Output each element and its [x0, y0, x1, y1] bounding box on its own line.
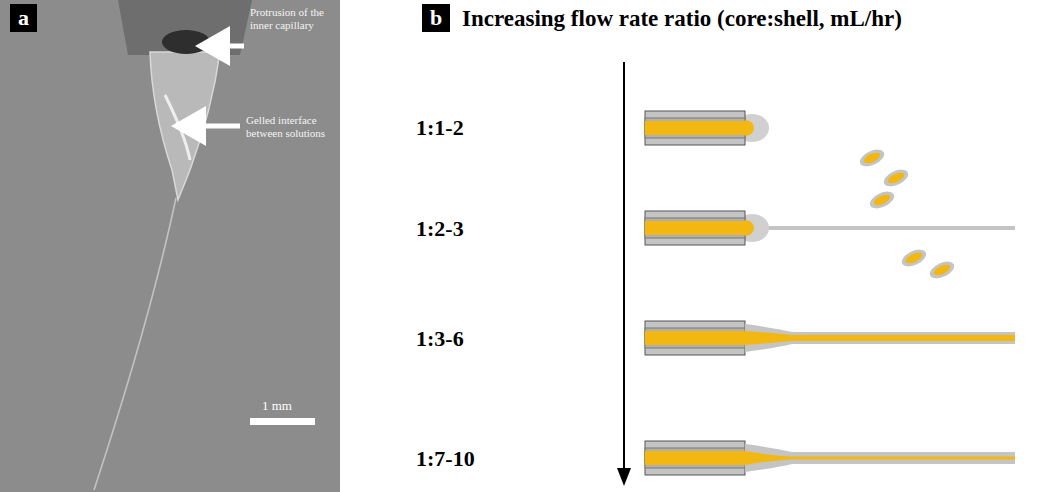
leader-arrow — [200, 44, 244, 49]
shell-cone — [745, 324, 1015, 352]
droplet — [927, 258, 956, 282]
nozzle-jetting-shell — [645, 211, 1015, 282]
panel-label: b — [422, 4, 450, 32]
nozzle-coaxial-jet — [645, 321, 1015, 355]
outer-capillary — [645, 441, 745, 475]
core-droplet — [745, 220, 754, 236]
inner-capillary — [645, 328, 745, 348]
panel-letter: b — [430, 5, 442, 30]
ratio-label: 1:3-6 — [416, 326, 464, 352]
inner-capillary — [645, 218, 745, 238]
outer-capillary — [118, 0, 252, 55]
panel-label: a — [10, 4, 37, 32]
core-fluid — [645, 451, 745, 465]
leader-arrow — [176, 124, 240, 129]
annotation: Gelled interface between solutions — [246, 114, 336, 140]
photo-background — [0, 0, 340, 492]
shell-cone — [745, 444, 1015, 472]
inner-capillary — [645, 118, 745, 138]
ratio-label: 1:7-10 — [416, 446, 475, 472]
outer-capillary — [645, 321, 745, 355]
ratio-label: 1:1-2 — [416, 115, 464, 141]
nozzle-dripping — [645, 111, 911, 212]
outer-capillary — [645, 211, 745, 245]
scale-bar — [250, 418, 315, 425]
core-droplet — [745, 120, 754, 136]
ratio-label: 1:2-3 — [416, 216, 464, 242]
droplet — [867, 188, 896, 212]
inner-capillary — [645, 448, 745, 468]
arrow-head — [617, 468, 631, 486]
inner-capillary-tip — [162, 30, 210, 54]
scale-label: 1 mm — [262, 398, 292, 414]
shell-jet — [755, 226, 1015, 230]
core-fluid — [645, 121, 745, 135]
panel-letter: a — [18, 5, 29, 30]
jet — [94, 198, 176, 490]
core-jet — [745, 331, 1015, 345]
annotation: Protrusion of the inner capillary — [250, 6, 334, 32]
droplet — [857, 146, 886, 170]
droplet — [881, 166, 910, 190]
core-fluid — [645, 331, 745, 345]
core-jet — [745, 451, 1015, 465]
nozzle-thin-core-jet — [645, 441, 1015, 475]
outer-capillary — [645, 111, 745, 145]
core-fluid — [645, 221, 745, 235]
trend-arrow — [623, 62, 625, 470]
droplet — [899, 246, 928, 270]
panel-title: Increasing flow rate ratio (core:shell, … — [462, 5, 902, 33]
